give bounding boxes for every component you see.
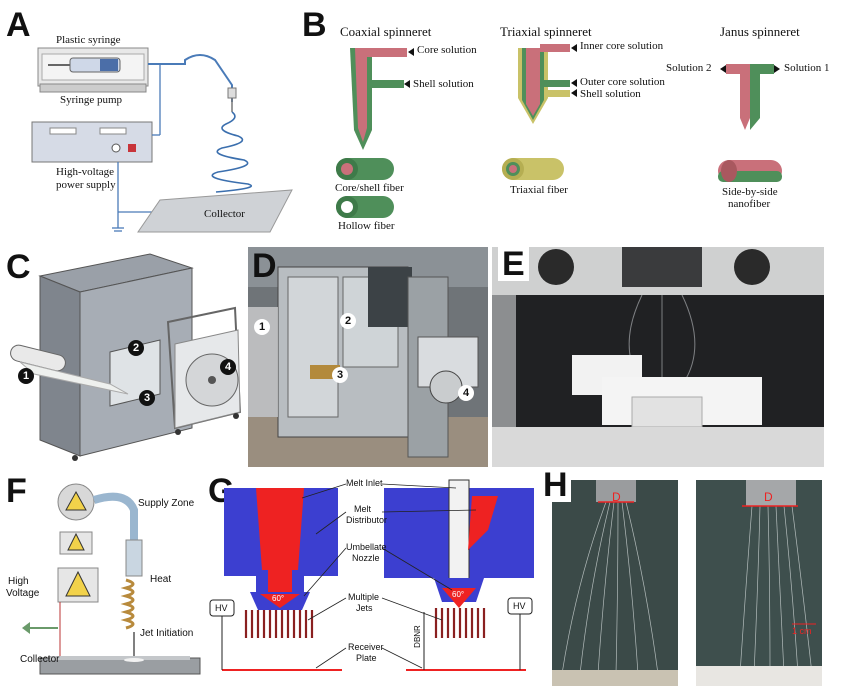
label-supply-zone: Supply Zone [138,498,195,509]
label-syringe-pump: Syringe pump [60,94,123,106]
label-hollow-fiber: Hollow fiber [338,220,395,232]
label-melt: Melt [354,504,372,514]
panel-letter-a: A [6,6,31,44]
label-angle-right: 60° [452,590,465,599]
panel-a: A Plastic syringe Syringe pump Hi [0,0,300,240]
label-dbnr: DBNR [412,625,422,648]
label-triaxial-shell-solution: Shell solution [580,88,641,100]
label-hv-right: HV [513,601,526,611]
label-multiple: Multiple [348,592,380,602]
marker-c-4: 4 [220,359,236,375]
marker-c-3: 3 [139,390,155,406]
label-scale-bar: 1 cm [792,626,812,636]
panel-letter-h: H [540,468,571,502]
panel-c: C 1 2 3 4 [0,244,246,464]
marker-d-2: 2 [340,313,356,329]
marker-d-4: 4 [458,385,474,401]
label-shell-solution: Shell solution [413,78,474,90]
panel-letter-f: F [6,472,27,510]
label-diameter-1: D [612,490,621,504]
label-distributor: Distributor [346,515,388,525]
label-umbellate: Umbellate [346,542,387,552]
umbellate-nozzle-diagram [209,479,534,671]
triaxial-title: Triaxial spinneret [500,24,592,39]
multi-jet-photos [552,480,822,686]
label-jet-initiation: Jet Initiation [140,628,194,639]
marker-d-1: 1 [254,319,270,335]
coaxial-spinneret-illustration [336,44,782,218]
panel-h: H D D 1 cm [540,468,826,694]
panel-b: B Coaxial spinneret [300,0,844,240]
panel-letter-e: E [498,247,529,281]
label-plate: Plate [356,653,377,663]
label-nanofiber: nanofiber [728,198,771,210]
label-receiver: Receiver [348,642,384,652]
panel-letter-d: D [252,247,277,285]
marker-c-2: 2 [128,340,144,356]
label-power-supply: power supply [56,179,116,191]
melt-electrospinning-illustration [22,483,201,675]
panel-g: G [206,470,546,700]
label-high-voltage: High-voltage [56,166,115,178]
label-collector-f: Collector [20,654,60,665]
coaxial-title: Coaxial spinneret [340,24,432,39]
label-diameter-2: D [764,490,773,504]
label-inner-core-solution: Inner core solution [580,40,664,52]
label-high: High [8,576,29,587]
label-core-shell-fiber: Core/shell fiber [335,182,404,194]
production-machine-photo [248,247,488,467]
marker-d-3: 3 [332,367,348,383]
panel-letter-b: B [302,6,327,44]
label-voltage: Voltage [6,588,40,599]
label-triaxial-fiber: Triaxial fiber [510,184,568,196]
label-plastic-syringe: Plastic syringe [56,34,121,46]
label-collector-a: Collector [204,208,245,220]
electrospinning-setup-illustration [31,47,293,233]
panel-f: F Supply Zone Heat High Voltage Jet Init… [0,470,210,700]
label-side-by-side: Side-by-side [722,186,778,198]
label-heat: Heat [150,574,172,585]
label-angle-left: 60° [272,594,285,603]
roll-to-roll-machine-illustration [10,253,242,461]
label-solution-1: Solution 1 [784,62,830,74]
label-core-solution: Core solution [417,44,477,56]
label-melt-inlet: Melt Inlet [346,478,383,488]
label-nozzle: Nozzle [352,553,380,563]
panel-d: D 1 2 3 4 [248,247,488,467]
panel-e: E [492,247,824,467]
label-solution-2: Solution 2 [666,62,712,74]
nozzle-spinning-photo [492,247,824,467]
janus-title: Janus spinneret [720,24,800,39]
marker-c-1: 1 [18,368,34,384]
label-hv-left: HV [215,603,228,613]
label-jets: Jets [356,603,373,613]
label-outer-core-solution: Outer core solution [580,76,665,88]
panel-letter-c: C [6,248,31,286]
